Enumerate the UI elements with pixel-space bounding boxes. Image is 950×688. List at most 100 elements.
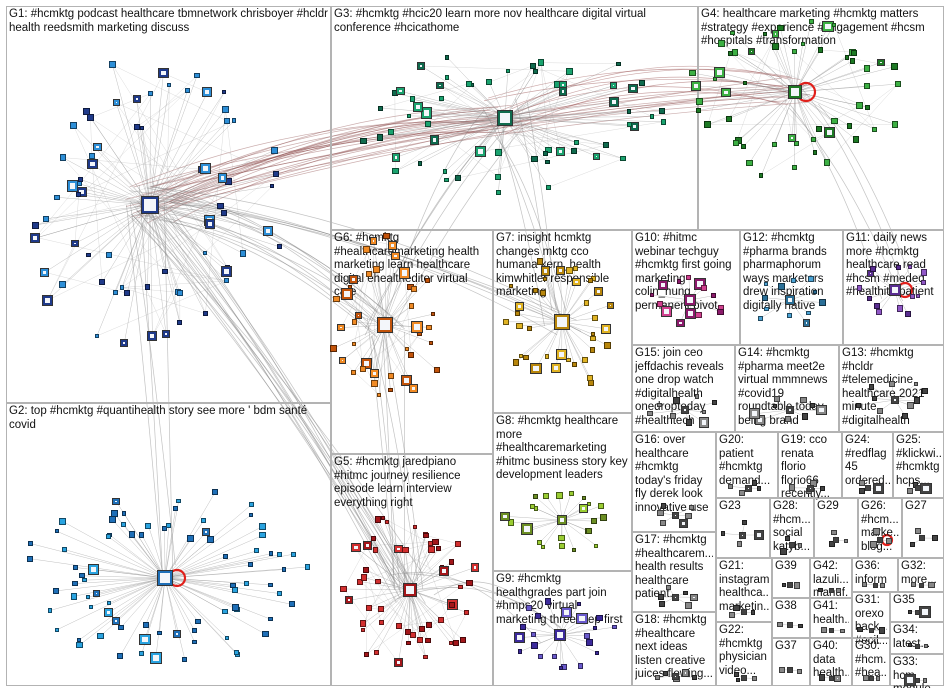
network-node xyxy=(54,627,59,632)
network-node xyxy=(408,383,419,394)
network-node xyxy=(259,532,266,539)
network-node xyxy=(556,147,565,157)
network-node xyxy=(626,108,632,114)
group-label-g38: G38 xyxy=(775,600,797,612)
network-node xyxy=(740,143,747,150)
network-node xyxy=(120,339,129,348)
network-node xyxy=(572,548,577,553)
network-node xyxy=(916,293,921,298)
network-node xyxy=(413,102,424,113)
network-node xyxy=(590,335,597,342)
network-node xyxy=(424,637,431,644)
network-node xyxy=(872,528,880,536)
network-node xyxy=(601,324,612,334)
network-node xyxy=(824,159,831,166)
network-node xyxy=(394,658,403,667)
network-node xyxy=(737,541,743,547)
network-node xyxy=(819,485,825,491)
network-node xyxy=(685,601,693,609)
group-panel-g9: G9: #hcmktg healthgrades part join #hmps… xyxy=(493,571,632,686)
network-node xyxy=(914,528,921,535)
network-node xyxy=(290,551,296,557)
network-node xyxy=(423,654,429,660)
network-node xyxy=(835,587,842,594)
network-node xyxy=(571,148,577,155)
network-node xyxy=(798,623,804,629)
network-node xyxy=(872,482,885,495)
network-node xyxy=(108,516,116,524)
network-node xyxy=(388,241,398,250)
group-panel-g26: G26: #hcm... marke... blog... xyxy=(858,498,902,558)
network-node xyxy=(751,675,757,681)
network-node xyxy=(268,582,273,588)
network-node xyxy=(558,87,568,97)
hub-node xyxy=(877,537,883,543)
network-node xyxy=(148,91,153,97)
network-node xyxy=(540,266,551,276)
hub-node xyxy=(914,677,920,683)
network-node xyxy=(139,633,151,646)
network-node xyxy=(395,623,402,630)
network-node xyxy=(869,540,877,548)
network-node xyxy=(717,308,724,316)
network-node xyxy=(377,392,382,398)
network-node xyxy=(191,627,198,633)
network-node xyxy=(784,535,790,541)
hub-node xyxy=(828,627,834,633)
group-label-g27: G27 xyxy=(905,500,927,512)
network-node xyxy=(816,126,822,132)
group-label-g32: G32: more... xyxy=(901,560,937,586)
network-node xyxy=(908,643,913,648)
network-node xyxy=(59,154,67,161)
group-panel-g37: G37 xyxy=(772,638,810,686)
network-node xyxy=(109,61,116,69)
network-node xyxy=(106,534,112,540)
network-node xyxy=(868,384,875,390)
network-node xyxy=(383,232,390,239)
network-node xyxy=(405,629,412,636)
network-node xyxy=(453,640,459,646)
network-node xyxy=(734,671,740,678)
network-node xyxy=(583,632,591,640)
network-node xyxy=(388,387,393,393)
network-node xyxy=(875,676,881,681)
hub-node xyxy=(141,196,159,214)
network-node xyxy=(913,397,921,404)
network-node xyxy=(909,293,916,300)
network-node xyxy=(54,194,60,200)
network-node xyxy=(753,529,765,541)
network-node xyxy=(655,675,661,681)
network-node xyxy=(71,239,79,248)
group-label-g31: G31: orexo back... #ecil... xyxy=(855,594,887,647)
network-node xyxy=(361,574,368,581)
group-label-g21: G21: instagram healthca... marketin... xyxy=(719,560,769,613)
network-node xyxy=(42,215,50,223)
network-node xyxy=(684,308,697,320)
network-node xyxy=(433,367,440,374)
network-node xyxy=(711,400,717,405)
hub-node xyxy=(891,396,899,404)
network-node xyxy=(370,380,378,387)
network-node xyxy=(904,310,912,318)
group-label-g10: G10: #hitmc webinar techguy #hcmktg firs… xyxy=(635,232,732,312)
network-node xyxy=(162,268,168,275)
network-node xyxy=(660,520,666,526)
network-node xyxy=(529,504,535,510)
network-node xyxy=(713,66,726,79)
network-node xyxy=(192,639,197,645)
group-label-g9: G9: #hcmktg healthgrades part join #hmps… xyxy=(496,573,623,626)
network-node xyxy=(759,173,764,178)
network-node xyxy=(40,267,50,277)
hub-node xyxy=(671,511,679,519)
network-node xyxy=(107,600,112,606)
group-panel-g13: G13: #hcmktg #hcldr #telemedicine health… xyxy=(839,345,944,432)
network-node xyxy=(354,311,362,320)
network-node xyxy=(730,30,735,36)
hub-node xyxy=(919,535,925,541)
network-node xyxy=(696,98,703,105)
network-node xyxy=(387,129,394,136)
network-node xyxy=(230,582,236,589)
network-node xyxy=(683,590,688,596)
network-node xyxy=(88,152,96,160)
network-node xyxy=(820,626,827,633)
